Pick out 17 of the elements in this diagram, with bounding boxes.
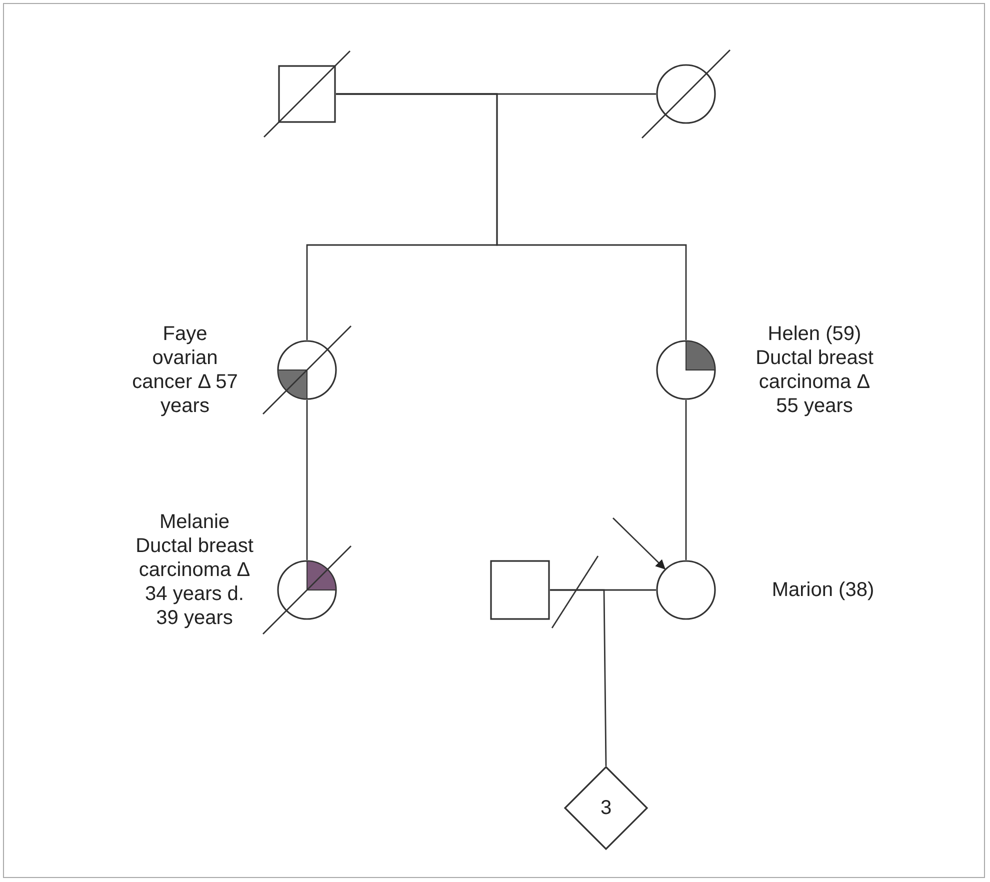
pedigree-line (550, 589, 607, 766)
female-circle (277, 560, 337, 620)
sibship-diamond: 3 (564, 766, 648, 850)
male-square (278, 65, 336, 123)
person-label: Helen (59) Ductal breast carcinoma Δ 55 years (754, 322, 874, 418)
pedigree-line (336, 93, 687, 340)
person-label: Marion (38) (770, 578, 876, 602)
female-circle (656, 560, 716, 620)
female-circle (656, 64, 716, 124)
pedigree-line (685, 400, 687, 560)
pedigree-line (306, 400, 308, 560)
person-label: Melanie Ductal breast carcinoma Δ 34 years d. 39 years (134, 510, 254, 630)
person-label: Faye ovarian cancer Δ 57 years (131, 322, 239, 418)
female-circle (277, 340, 337, 400)
male-square (490, 560, 550, 620)
proband-arrow (612, 518, 666, 570)
female-circle (656, 340, 716, 400)
